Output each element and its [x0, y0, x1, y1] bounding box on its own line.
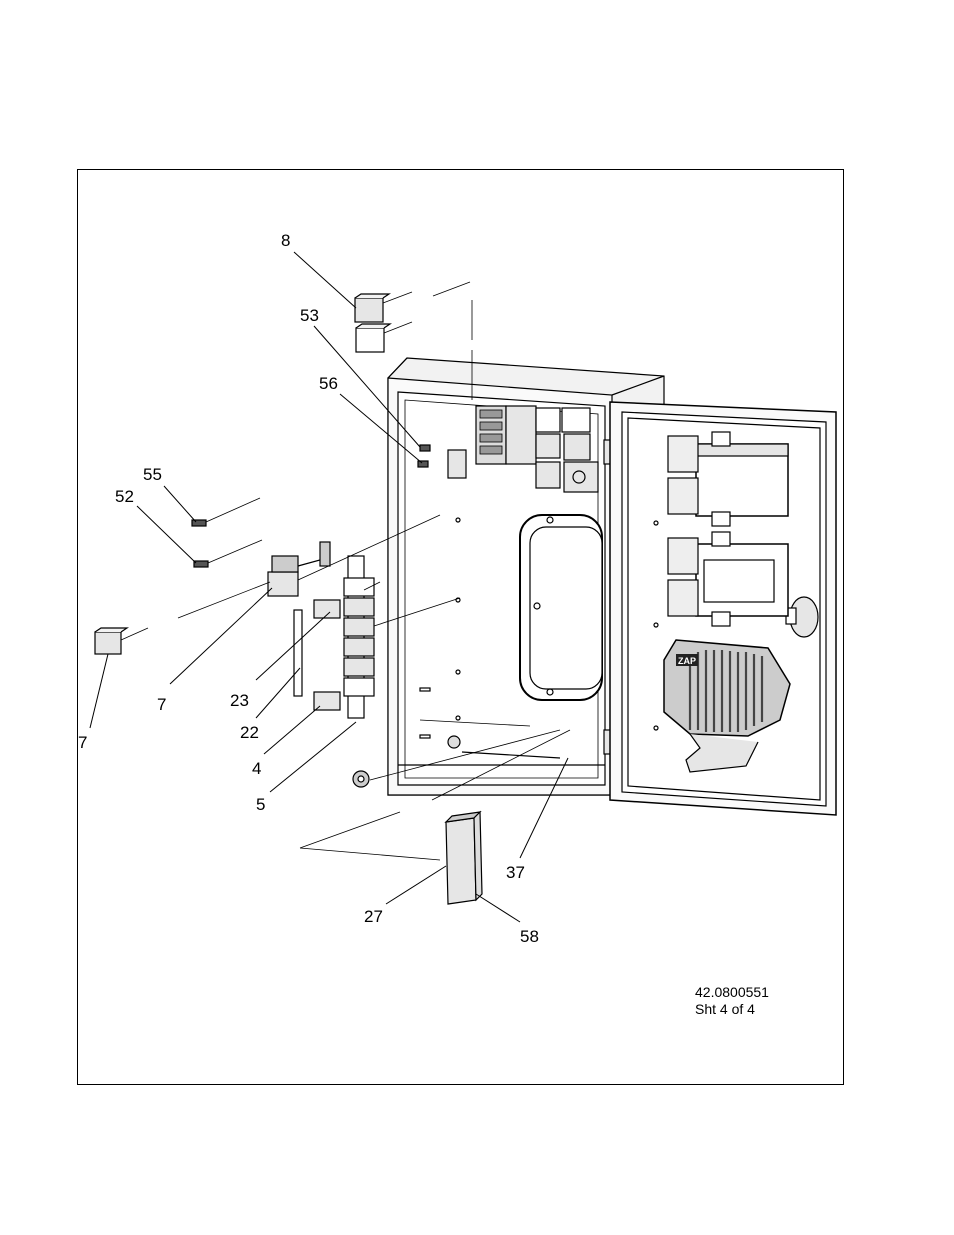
fuse-52	[193, 560, 209, 568]
callout-5: 5	[256, 795, 265, 814]
callouts: 8 53 56 55 52 7 7 23 22 4 5 37 27 58	[78, 231, 539, 946]
ecu-module-middle	[667, 531, 789, 627]
callout-7-relay: 7	[78, 733, 87, 752]
ribbed-controller	[663, 639, 791, 773]
leader-lines	[89, 251, 569, 923]
callout-52: 52	[115, 487, 134, 506]
callout-53: 53	[300, 306, 319, 325]
drawing-frame	[77, 169, 844, 1085]
callout-22: 22	[240, 723, 259, 742]
controller-logo-plate	[676, 654, 698, 666]
projection-lines	[120, 281, 571, 861]
document-number: 42.0800551	[695, 984, 769, 1000]
callout-8: 8	[281, 231, 290, 250]
callout-58: 58	[520, 927, 539, 946]
sheet-number: Sht 4 of 4	[695, 1001, 755, 1017]
ecu-module-upper	[667, 431, 789, 527]
terminal-rail-5	[343, 555, 375, 719]
controller-logo: ZAP	[678, 656, 696, 666]
callout-27: 27	[364, 907, 383, 926]
connector-module-27	[444, 810, 483, 905]
callout-7-harness: 7	[157, 695, 166, 714]
relay-harness-7	[267, 541, 331, 597]
relay-fuse-block	[417, 405, 599, 493]
relay-7	[94, 627, 129, 655]
relay-8	[354, 293, 392, 353]
callout-56: 56	[319, 374, 338, 393]
callout-37: 37	[506, 863, 525, 882]
terminal-block-23	[313, 599, 341, 619]
jumper-bar-22	[293, 609, 303, 697]
callout-4: 4	[252, 759, 261, 778]
document-number-block: 42.0800551 Sht 4 of 4	[695, 984, 769, 1018]
fuse-55	[191, 519, 207, 527]
terminal-block-4	[313, 691, 341, 711]
callout-23: 23	[230, 691, 249, 710]
callout-55: 55	[143, 465, 162, 484]
